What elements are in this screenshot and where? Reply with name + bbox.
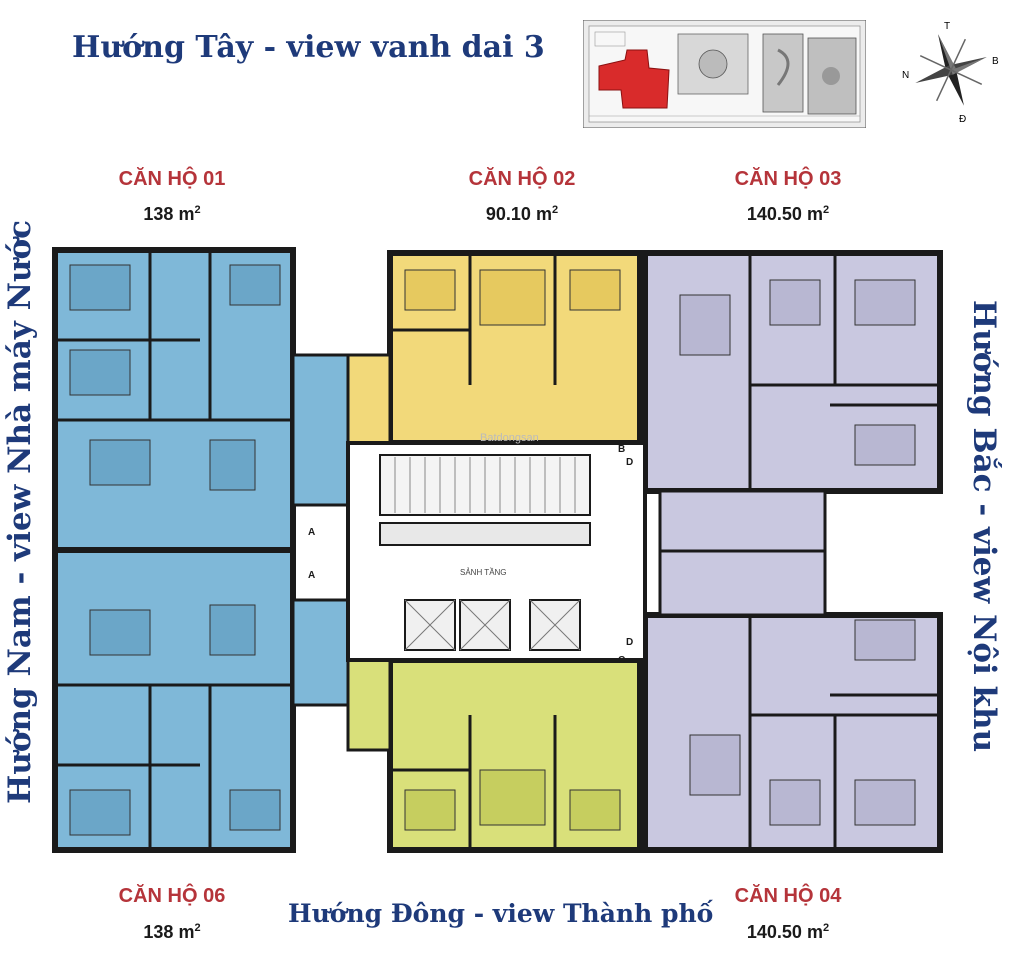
door-marker-b: B bbox=[618, 444, 625, 455]
unit-04-title: CĂN HỘ 04 bbox=[734, 885, 842, 907]
direction-south-label: Hướng Nam - view Nhà máy Nước bbox=[2, 219, 38, 805]
door-marker-d1: D bbox=[626, 457, 633, 468]
watermark-text: Batdongsan bbox=[480, 432, 539, 444]
unit-01-area: 138 m2 bbox=[143, 204, 201, 224]
floor-plan: SẢNH TẦNG Batdongsan A A B C D D bbox=[52, 247, 943, 853]
compass-label-top: T bbox=[944, 21, 950, 32]
site-key-map bbox=[583, 20, 866, 128]
unit-06-plan bbox=[52, 547, 350, 853]
unit-06-area: 138 m2 bbox=[143, 922, 201, 942]
direction-north-label: Hướng Bắc - view Nội khu bbox=[966, 299, 1002, 753]
compass-label-left: N bbox=[902, 70, 909, 81]
compass-label-bottom: Đ bbox=[959, 114, 966, 123]
unit-04-area: 140.50 m2 bbox=[746, 922, 830, 942]
unit-01-title: CĂN HỘ 01 bbox=[118, 168, 226, 190]
unit-03-plan bbox=[642, 250, 943, 553]
building-core: SẢNH TẦNG Batdongsan bbox=[346, 432, 647, 662]
unit-02-area: 90.10 m2 bbox=[485, 204, 559, 224]
unit-05-plan bbox=[346, 657, 643, 853]
unit-02-plan bbox=[346, 250, 643, 446]
door-marker-d2: D bbox=[626, 637, 633, 648]
door-marker-c: C bbox=[618, 655, 625, 666]
unit-03-area: 140.50 m2 bbox=[746, 204, 830, 224]
lobby-label: SẢNH TẦNG bbox=[460, 567, 507, 577]
compass-label-right: B bbox=[992, 56, 999, 67]
unit-04-plan bbox=[642, 549, 943, 853]
door-marker-a1: A bbox=[308, 527, 315, 538]
direction-west-label: Hướng Tây - view vanh dai 3 bbox=[72, 30, 545, 65]
compass-rose-icon: T Đ N B bbox=[902, 21, 999, 123]
highlighted-building-marker bbox=[598, 49, 670, 109]
unit-01-plan bbox=[52, 247, 350, 553]
door-marker-a2: A bbox=[308, 570, 315, 581]
door-markers: A A B C D D bbox=[308, 444, 633, 666]
direction-east-label: Hướng Đông - view Thành phố bbox=[288, 899, 714, 928]
unit-03-title: CĂN HỘ 03 bbox=[734, 168, 842, 190]
unit-02-title: CĂN HỘ 02 bbox=[468, 168, 576, 190]
unit-06-title: CĂN HỘ 06 bbox=[118, 885, 226, 907]
